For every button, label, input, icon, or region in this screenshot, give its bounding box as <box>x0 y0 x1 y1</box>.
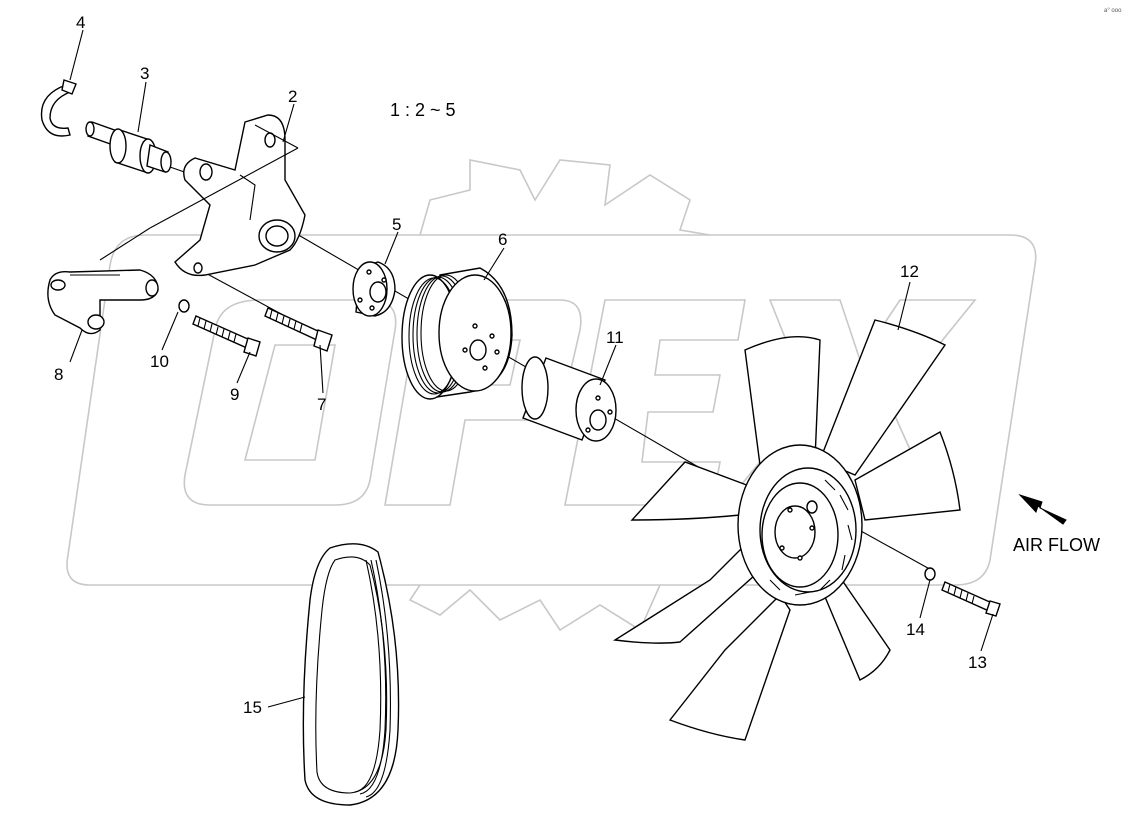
callout-13: 13 <box>968 653 987 672</box>
bolt-part-9 <box>192 315 261 357</box>
callout-15: 15 <box>243 698 262 717</box>
bracket-part-2 <box>174 114 306 277</box>
fan-part-12 <box>612 319 961 741</box>
callout-5: 5 <box>392 215 401 234</box>
scale-ratio: 1 : 2 ~ 5 <box>390 100 456 120</box>
callout-4: 4 <box>76 13 85 32</box>
idler-shaft-part-3 <box>85 121 172 174</box>
bolt-part-13 <box>941 581 1001 617</box>
callout-14: 14 <box>906 620 925 639</box>
callout-numbers: 4 3 2 5 6 11 12 8 10 9 7 14 13 15 <box>54 13 987 717</box>
bracket-outline-lines <box>99 124 299 261</box>
hub-flange-part-5 <box>352 261 396 317</box>
tensioner-arm-part-8 <box>47 269 159 335</box>
callout-2: 2 <box>288 87 297 106</box>
callout-12: 12 <box>900 262 919 281</box>
washer-part-10 <box>178 299 190 313</box>
spacer-part-11 <box>521 356 617 442</box>
washer-part-14 <box>924 567 936 581</box>
callout-10: 10 <box>150 352 169 371</box>
callout-8: 8 <box>54 365 63 384</box>
callout-7: 7 <box>317 395 326 414</box>
air-flow-label: AIR FLOW <box>1013 535 1100 555</box>
corner-code: a° ooo <box>1104 8 1122 14</box>
pulley-part-6 <box>401 267 513 400</box>
belt-part-15 <box>302 543 400 806</box>
air-flow-arrow-icon <box>1018 493 1067 525</box>
callout-9: 9 <box>230 385 239 404</box>
callout-leaders <box>69 29 994 708</box>
snap-ring-part-4 <box>40 79 77 137</box>
callout-11: 11 <box>606 328 624 347</box>
callout-6: 6 <box>498 230 507 249</box>
callout-3: 3 <box>140 64 149 83</box>
bolt-part-7 <box>264 307 333 352</box>
